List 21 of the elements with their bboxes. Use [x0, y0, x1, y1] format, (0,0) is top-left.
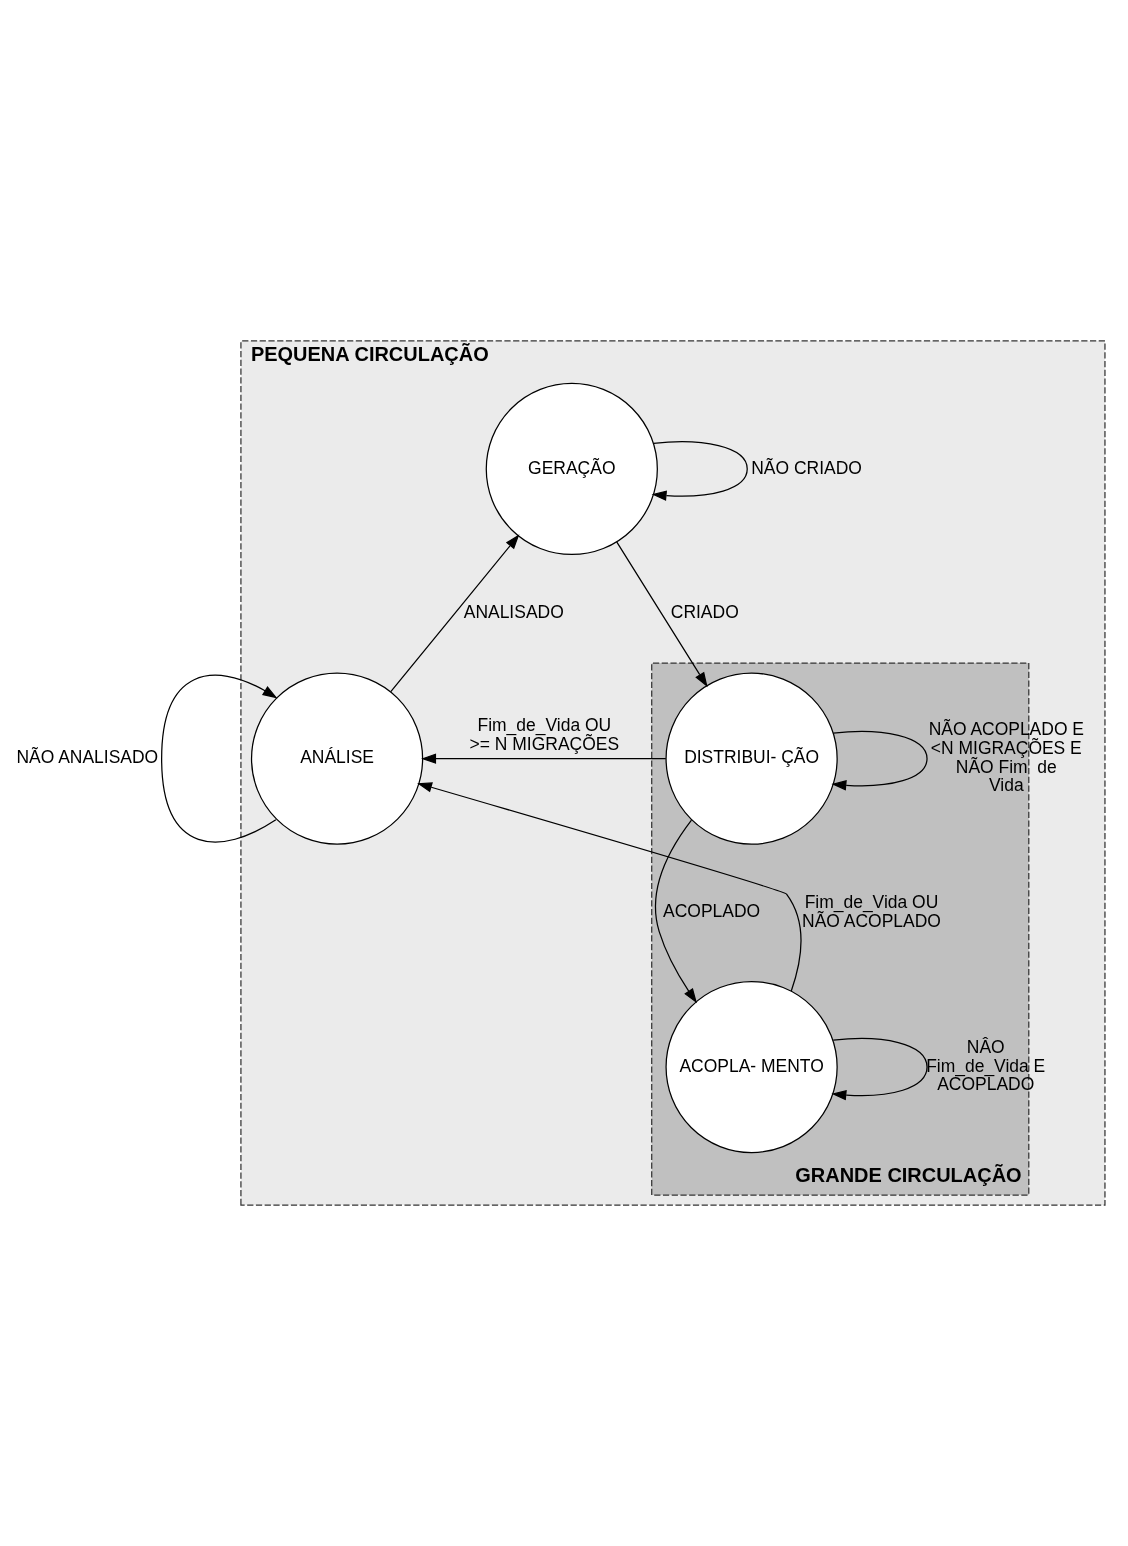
arrow — [651, 441, 748, 501]
arrow — [655, 819, 697, 1004]
arrow — [417, 782, 802, 992]
node-circle: ANÁLISE — [250, 672, 424, 845]
edge-label: CRIADO — [670, 602, 739, 623]
node-circle: ACOPLA- MENTO — [665, 980, 838, 1154]
edge-label: Fim_de_Vida OU >= N MIGRAÇÕES — [469, 715, 620, 755]
arrow — [831, 1037, 928, 1101]
edge-label: Fim_de_Vida OU NÃO ACOPLADO — [802, 892, 941, 931]
edge-label: NÃO CRIADO — [751, 457, 862, 478]
arrow — [390, 534, 520, 693]
node-circle: GERAÇÃO — [485, 382, 658, 556]
edge-label: NÃO ACOPLADO E <N MIGRAÇÕES E NÃO Fim de Vida — [928, 719, 1084, 796]
edge-label: NÃO ANALISADO — [16, 747, 159, 768]
arrow — [161, 674, 278, 843]
arrow — [831, 730, 928, 791]
edge-label: NÂO Fim_de_Vida E ACOPLADO — [926, 1036, 1046, 1095]
arrow — [421, 753, 667, 764]
arrow — [616, 541, 708, 688]
edge-label: ANALISADO — [463, 602, 564, 623]
edge-label: ACOPLADO — [663, 901, 761, 922]
